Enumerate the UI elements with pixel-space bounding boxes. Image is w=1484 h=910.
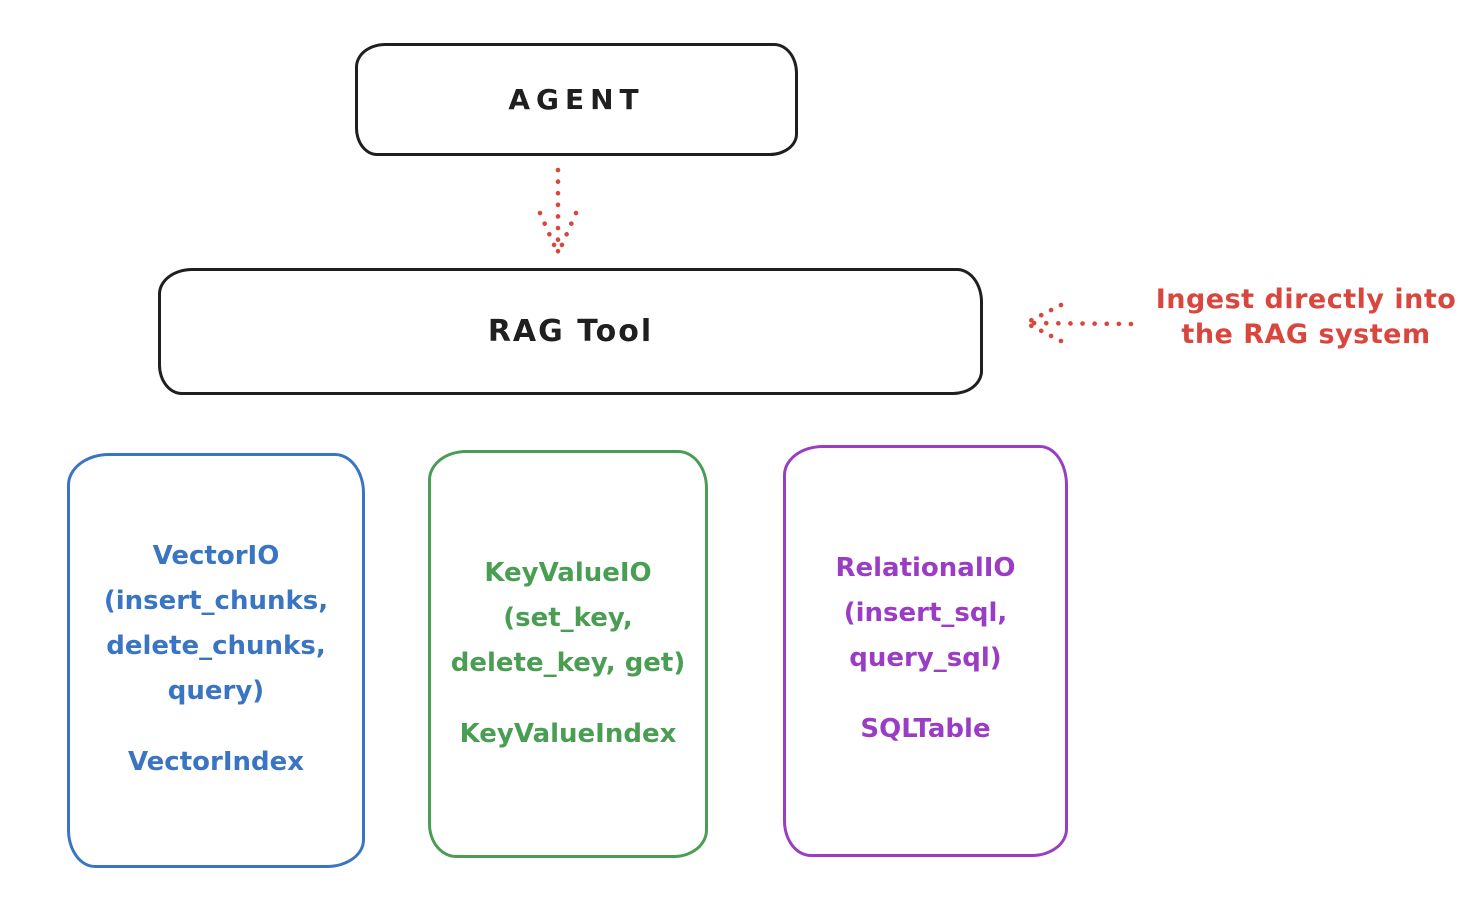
vector-io-node: VectorIO (insert_chunks, delete_chunks, … bbox=[67, 453, 365, 868]
ingest-annotation: Ingest directly into the RAG system bbox=[1138, 282, 1474, 352]
vector-index-label: VectorIndex bbox=[127, 747, 305, 777]
vector-io-args-line1: (insert_chunks, bbox=[103, 586, 329, 616]
relational-io-title: RelationalIO bbox=[835, 553, 1016, 583]
key-value-io-title: KeyValueIO bbox=[484, 558, 652, 588]
relational-io-args-line2: query_sql) bbox=[849, 643, 1002, 673]
rag-tool-node: RAG Tool bbox=[158, 268, 983, 395]
vector-io-args-line3: query) bbox=[167, 676, 265, 706]
vector-io-args-line2: delete_chunks, bbox=[106, 631, 326, 661]
ingest-annotation-line1: Ingest directly into bbox=[1155, 284, 1457, 315]
vector-io-title: VectorIO bbox=[152, 541, 280, 571]
rag-tool-node-label: RAG Tool bbox=[487, 314, 654, 349]
sql-table-label: SQLTable bbox=[860, 714, 991, 744]
arrow-agent-to-ragtool-icon bbox=[537, 167, 579, 259]
agent-node-label: AGENT bbox=[508, 83, 645, 116]
key-value-io-node: KeyValueIO (set_key, delete_key, get) Ke… bbox=[428, 450, 708, 858]
ingest-annotation-line2: the RAG system bbox=[1181, 319, 1431, 350]
relational-io-node: RelationalIO (insert_sql, query_sql) SQL… bbox=[783, 445, 1068, 857]
key-value-index-label: KeyValueIndex bbox=[459, 719, 677, 749]
spacer bbox=[431, 686, 705, 712]
key-value-io-args-line2: delete_key, get) bbox=[450, 648, 686, 678]
key-value-io-args-line1: (set_key, bbox=[503, 603, 633, 633]
spacer bbox=[786, 681, 1065, 707]
agent-node: AGENT bbox=[355, 43, 798, 156]
arrow-ingest-to-ragtool-icon bbox=[1023, 302, 1134, 344]
relational-io-args-line1: (insert_sql, bbox=[843, 598, 1008, 628]
spacer bbox=[70, 714, 362, 740]
